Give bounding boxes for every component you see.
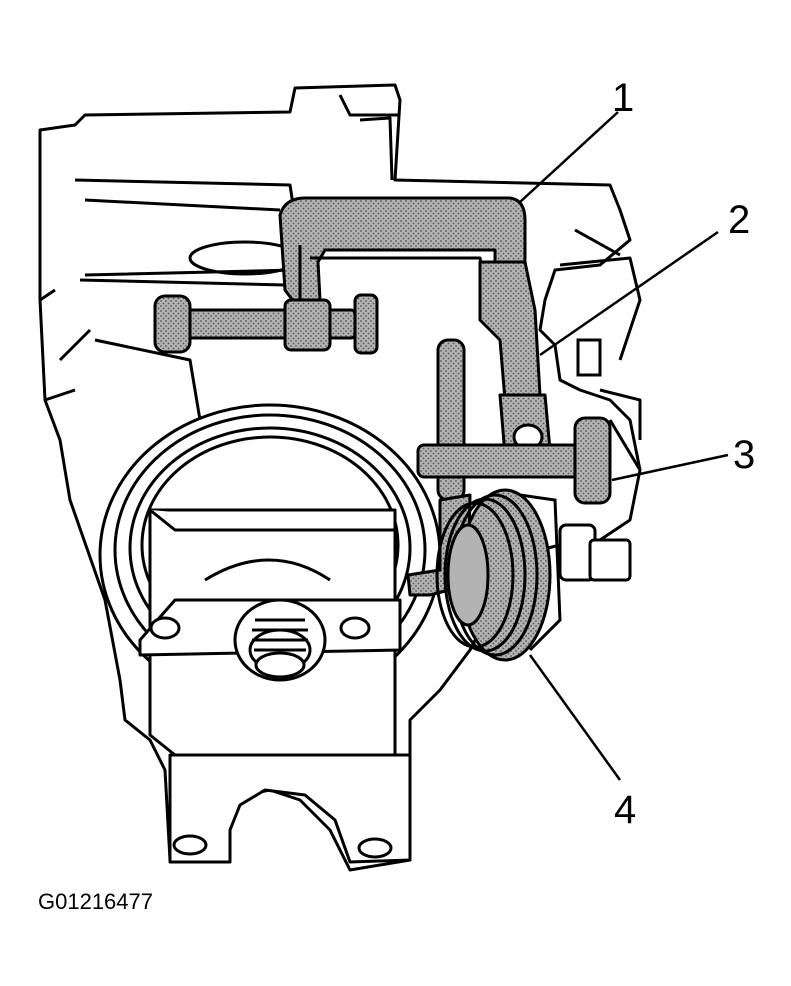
leader-lines — [519, 111, 729, 781]
leader-line-1 — [519, 111, 619, 203]
pulley-bolt — [558, 338, 632, 582]
callout-4: 4 — [614, 788, 637, 832]
callout-2: 2 — [728, 198, 751, 242]
leader-line-3 — [611, 453, 729, 482]
puller-tool — [153, 196, 612, 597]
figure-id: G01216477 — [38, 889, 153, 914]
leader-line-4 — [528, 654, 622, 781]
mounting-bracket — [138, 508, 402, 757]
leader-line-2 — [539, 230, 719, 357]
accessory-pulley — [435, 488, 562, 662]
engine-mount — [168, 753, 412, 864]
callout-1: 1 — [612, 76, 635, 120]
callout-3: 3 — [733, 433, 756, 477]
